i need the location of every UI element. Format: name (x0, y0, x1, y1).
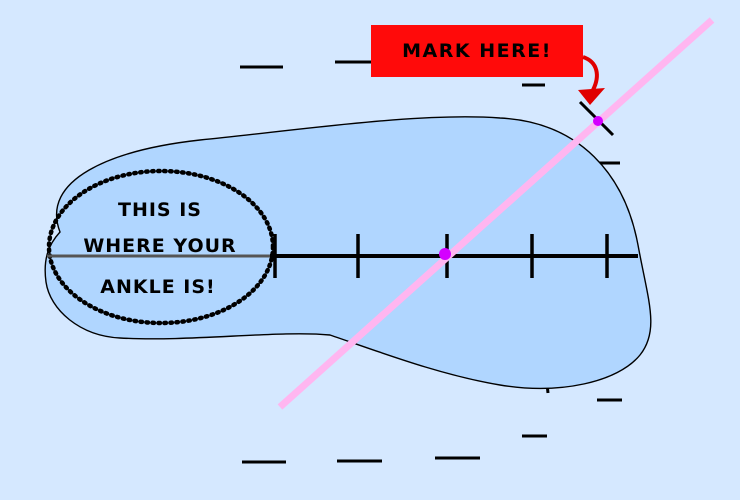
ankle-note-line3: ANKLE IS! (100, 276, 215, 298)
callout-arrow (582, 55, 599, 91)
callout-arrowhead (578, 88, 605, 105)
callout-label: MARK HERE! (402, 40, 552, 62)
ankle-ellipse (46, 168, 276, 326)
ankle-note-line2: WHERE YOUR (83, 235, 236, 257)
callout-box (371, 25, 583, 77)
alignment-line (277, 17, 715, 410)
ankle-note-line1: THIS IS (118, 199, 202, 221)
axis-ticks (273, 234, 609, 278)
ankle-intersection-dot (439, 248, 451, 260)
mark-point-dot (593, 116, 603, 126)
